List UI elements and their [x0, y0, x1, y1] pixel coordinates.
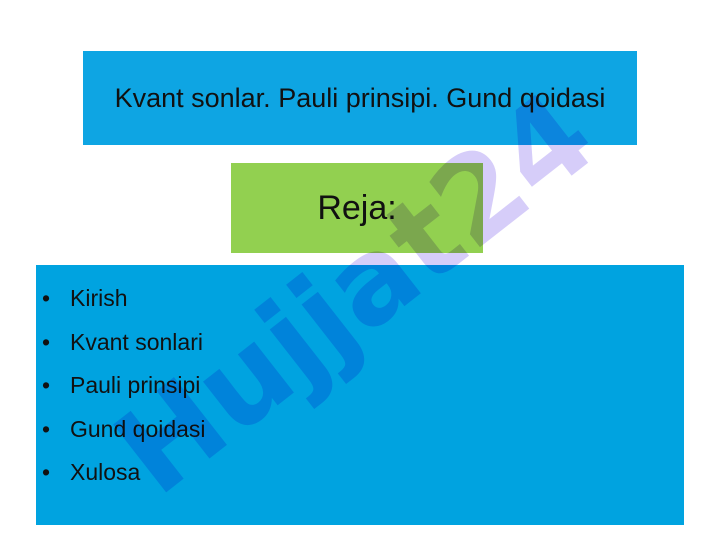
list-item: Kvant sonlari — [36, 321, 684, 365]
plan-heading-box: Reja: — [231, 163, 483, 253]
list-item: Kirish — [36, 277, 684, 321]
plan-list-box: Kirish Kvant sonlari Pauli prinsipi Gund… — [36, 265, 684, 525]
list-item: Pauli prinsipi — [36, 364, 684, 408]
list-item: Xulosa — [36, 451, 684, 495]
slide-title: Kvant sonlar. Pauli prinsipi. Gund qoida… — [114, 83, 606, 113]
slide-title-box: Kvant sonlar. Pauli prinsipi. Gund qoida… — [83, 51, 637, 145]
plan-heading: Reja: — [317, 188, 397, 227]
list-item: Gund qoidasi — [36, 408, 684, 452]
plan-list: Kirish Kvant sonlari Pauli prinsipi Gund… — [36, 265, 684, 495]
